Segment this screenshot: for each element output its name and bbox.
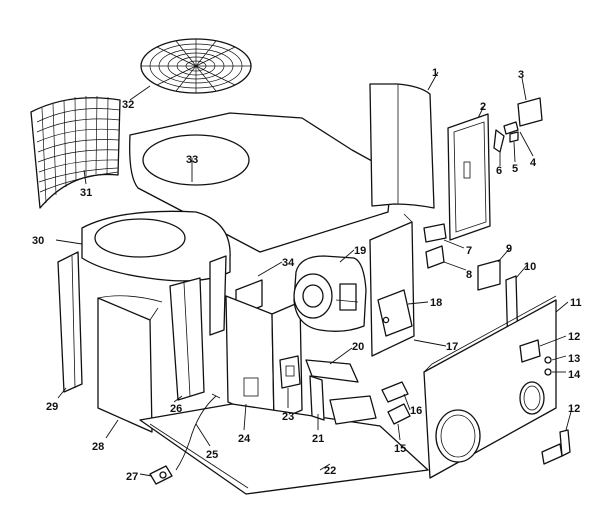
callout-16: 16 <box>410 405 422 417</box>
callout-6: 6 <box>496 165 502 177</box>
leader-lines <box>55 71 573 477</box>
cover-plates <box>423 223 447 269</box>
insulation-pad <box>477 259 501 291</box>
callout-29: 29 <box>46 401 58 413</box>
callout-12a: 12 <box>568 331 580 343</box>
corner-post <box>169 255 227 401</box>
callout-26: 26 <box>170 403 182 415</box>
callout-21: 21 <box>312 433 324 445</box>
callout-20: 20 <box>352 341 364 353</box>
wiring-harness <box>175 393 221 471</box>
callout-3: 3 <box>518 69 524 81</box>
fan-orifice-shroud <box>81 210 231 282</box>
callout-8: 8 <box>466 269 472 281</box>
callout-25: 25 <box>206 449 218 461</box>
callout-15: 15 <box>394 443 406 455</box>
callout-4: 4 <box>530 157 537 169</box>
control-bracket <box>493 97 543 153</box>
callout-30: 30 <box>32 235 44 247</box>
callout-labels: 1 2 3 4 5 6 7 8 9 10 11 12 12 13 14 15 1… <box>32 67 582 483</box>
callout-11: 11 <box>570 297 582 309</box>
coil-support <box>305 359 377 425</box>
access-panel-top <box>369 83 435 209</box>
side-panel <box>97 295 163 433</box>
callout-19: 19 <box>354 245 366 257</box>
callout-10: 10 <box>524 261 536 273</box>
callout-28: 28 <box>92 441 104 453</box>
callout-7: 7 <box>466 245 472 257</box>
contactor <box>279 355 301 389</box>
callout-22: 22 <box>324 465 336 477</box>
callout-17: 17 <box>446 341 458 353</box>
callout-27: 27 <box>126 471 138 483</box>
callout-18: 18 <box>430 297 442 309</box>
blower-motor <box>293 255 367 332</box>
service-fitting <box>149 465 173 485</box>
callout-24: 24 <box>238 433 251 445</box>
base-pan <box>139 403 429 495</box>
service-valves <box>519 339 571 465</box>
gasket-panel <box>447 113 491 241</box>
coil-panel-left <box>57 251 83 393</box>
callout-9: 9 <box>506 243 512 255</box>
callout-23: 23 <box>282 411 294 423</box>
fan-guard-grille <box>140 38 252 94</box>
blower-partition <box>369 213 415 357</box>
callout-5: 5 <box>512 163 518 175</box>
callout-32: 32 <box>122 99 134 111</box>
callout-31: 31 <box>80 187 92 199</box>
callout-1: 1 <box>432 67 438 79</box>
callout-14: 14 <box>568 369 581 381</box>
callout-33: 33 <box>186 154 198 166</box>
callout-2: 2 <box>480 101 486 113</box>
callout-13: 13 <box>568 353 580 365</box>
callout-12b: 12 <box>568 403 580 415</box>
front-panel <box>423 295 557 479</box>
coil-guard-mesh <box>30 95 121 209</box>
tubing-fittings <box>381 381 411 425</box>
callout-34: 34 <box>282 257 295 269</box>
